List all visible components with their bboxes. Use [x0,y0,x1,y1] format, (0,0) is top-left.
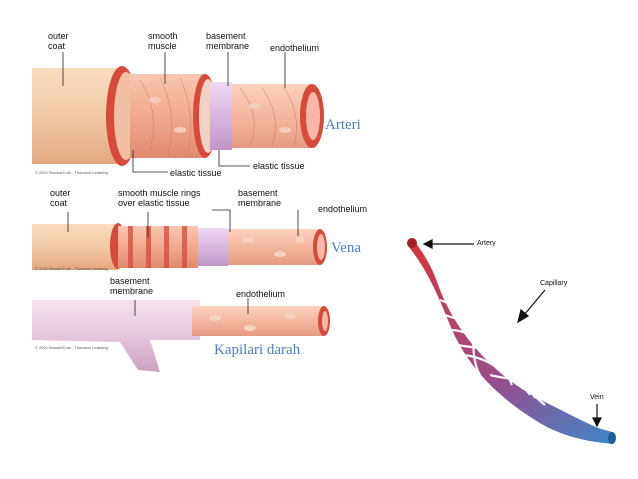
vein-endothelium-label: endothelium [318,204,368,214]
vein-endothelium [228,229,320,265]
vein-title: Vena [331,240,361,256]
network-vein-opening [608,432,616,444]
vein-diagram [32,223,327,270]
capillary-endothelium-label: endothelium [236,289,286,299]
capillary-diagram [32,300,330,372]
network-arrows [422,239,602,428]
leader-lines [62,52,299,316]
capillary-endothelium [192,306,324,336]
vein-smooth-muscle-rings-label: smooth muscle rings over elastic tissue [118,188,201,208]
capillary-basement-membrane-label: basement membrane [110,276,154,296]
artery-diagram [32,66,324,166]
artery-basement-membrane-label: basement membrane [206,31,250,51]
capillary-copyright: © 2001 Brooks/Cole - Thomson Learning [35,345,108,350]
artery-title: Arteri [325,117,361,133]
network-vessels [439,298,546,406]
artery-smooth-muscle [130,74,205,158]
artery-smooth-muscle-label: smooth muscle [148,31,178,51]
artery-basement-membrane [210,82,232,150]
capillary-title: Kapilari darah [214,342,301,358]
artery-elastic-tissue-inner-label: elastic tissue [253,161,305,171]
artery-endothelium-label: endothelium [270,43,320,53]
artery-endothelium [232,84,312,148]
artery-outer-coat-label: outer coat [48,31,69,51]
capillary-basement-membrane [32,300,200,372]
vein-copyright: © 2001 Brooks/Cole - Thomson Learning [35,266,108,271]
artery-copyright: © 2001 Brooks/Cole - Thomson Learning [35,170,108,175]
network-artery-label: Artery [477,240,496,247]
capillary-network-diagram [407,238,616,444]
network-capillary-label: Capillary [540,280,568,287]
vein-basement-membrane [198,228,228,266]
network-artery-opening [407,238,417,248]
artery-elastic-tissue-outer-label: elastic tissue [170,168,222,178]
vein-basement-membrane-label: basement membrane [238,188,282,208]
vein-outer-coat-label: outer coat [50,188,71,208]
network-bed [408,240,612,444]
network-vein-label: Vein [590,394,604,401]
vein-outer-coat [32,224,118,270]
